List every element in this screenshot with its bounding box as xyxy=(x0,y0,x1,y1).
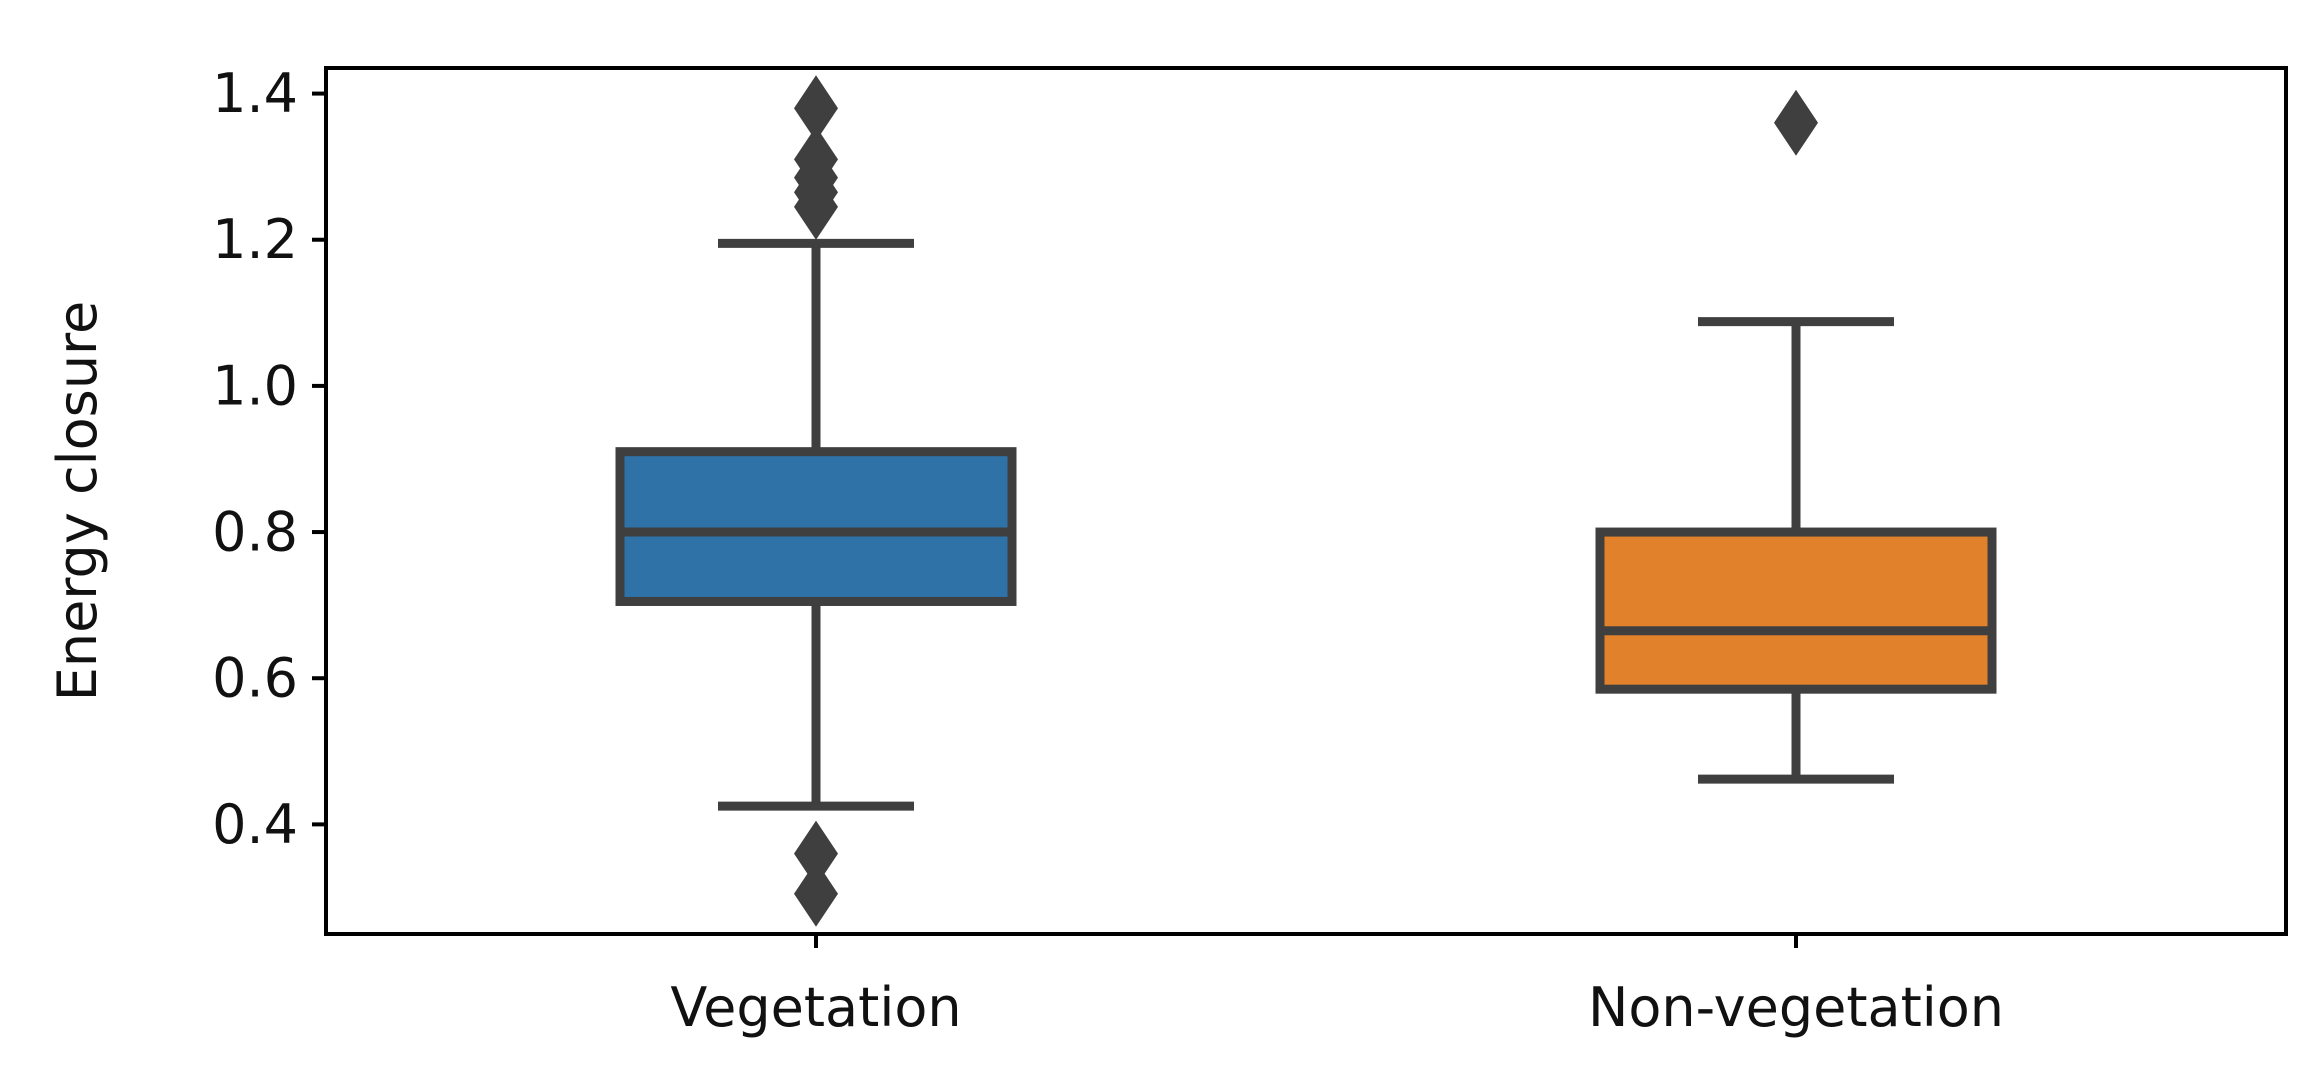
y-tick-label: 1.4 xyxy=(212,62,298,125)
y-axis: 0.4 0.6 0.8 1.0 1.2 1.4 xyxy=(212,62,326,856)
axes-frame xyxy=(324,66,2288,936)
iqr-box xyxy=(615,447,1017,606)
outlier-point xyxy=(1774,89,1818,156)
x-tick-label: Non-vegetation xyxy=(1588,976,2004,1039)
outlier-point xyxy=(794,820,838,887)
y-tick-label: 1.0 xyxy=(212,354,298,417)
box-non-vegetation xyxy=(1595,89,1997,784)
y-tick-label: 0.6 xyxy=(212,647,298,710)
y-axis-title: Energy closure xyxy=(46,301,109,702)
y-tick-label: 1.2 xyxy=(212,208,298,271)
outlier-point xyxy=(794,75,838,142)
x-tick-label: Vegetation xyxy=(670,976,961,1039)
outlier-point xyxy=(794,126,838,193)
iqr-box xyxy=(1595,527,1997,694)
outlier-point xyxy=(794,860,838,927)
x-axis: Vegetation Non-vegetation xyxy=(670,934,2004,1039)
y-tick-label: 0.4 xyxy=(212,793,298,856)
y-tick-label: 0.8 xyxy=(212,501,298,564)
plot-area xyxy=(615,75,1997,927)
box-vegetation xyxy=(615,75,1017,927)
